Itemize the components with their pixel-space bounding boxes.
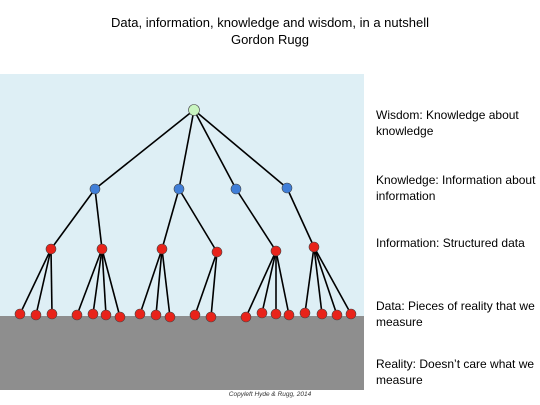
data-node xyxy=(100,309,112,321)
edge-information-data xyxy=(304,246,315,314)
data-node xyxy=(14,308,26,320)
edge-knowledge-information xyxy=(235,188,277,252)
data-node xyxy=(256,307,268,319)
edge-information-data xyxy=(139,248,163,315)
data-node xyxy=(114,311,126,323)
edge-information-data xyxy=(92,248,103,315)
knowledge-node xyxy=(173,183,185,195)
edge-information-data xyxy=(313,246,352,315)
edge-information-data xyxy=(313,246,323,315)
data-node xyxy=(150,309,162,321)
edge-information-data xyxy=(50,248,53,315)
data-node xyxy=(345,308,357,320)
tree-svg xyxy=(0,74,364,390)
copyleft-credit: Copyleft Hyde & Rugg, 2014 xyxy=(228,391,312,398)
edge-information-data xyxy=(161,248,171,318)
edge-information-data xyxy=(210,251,218,318)
edge-information-data xyxy=(245,250,277,318)
page-title: Data, information, knowledge and wisdom,… xyxy=(0,14,540,48)
edge-knowledge-information xyxy=(178,188,218,253)
edge-information-data xyxy=(261,250,277,314)
edge-knowledge-information xyxy=(161,188,180,250)
wisdom-node xyxy=(188,104,200,116)
edge-information-data xyxy=(101,248,107,316)
knowledge-node xyxy=(230,183,242,195)
edge-information-data xyxy=(313,246,338,316)
edge-wisdom-knowledge xyxy=(193,109,288,189)
data-node xyxy=(134,308,146,320)
edge-information-data xyxy=(275,250,290,316)
edge-information-data xyxy=(76,248,103,316)
tree-edges xyxy=(19,109,352,318)
information-label: Information: Structured data xyxy=(376,236,525,250)
knowledge-node xyxy=(89,183,101,195)
edge-wisdom-knowledge xyxy=(178,109,195,190)
hierarchy-diagram xyxy=(0,74,364,390)
data-node xyxy=(205,311,217,323)
edge-information-data xyxy=(35,248,52,316)
information-node xyxy=(270,245,282,257)
edge-information-data xyxy=(194,251,218,316)
edge-information-data xyxy=(101,248,121,318)
data-node xyxy=(189,309,201,321)
data-label: Data: Pieces of reality that we measure xyxy=(376,299,535,329)
title-line-1: Data, information, knowledge and wisdom,… xyxy=(111,15,429,30)
information-node xyxy=(96,243,108,255)
edge-knowledge-information xyxy=(94,188,103,250)
data-node xyxy=(87,308,99,320)
data-node xyxy=(316,308,328,320)
title-author: Gordon Rugg xyxy=(230,32,310,47)
data-node xyxy=(331,309,343,321)
data-node xyxy=(30,309,42,321)
edge-wisdom-knowledge xyxy=(193,109,237,190)
data-node xyxy=(46,308,58,320)
reality-ground xyxy=(0,316,364,390)
edge-information-data xyxy=(155,248,163,316)
edge-wisdom-knowledge xyxy=(94,109,195,190)
information-node xyxy=(45,243,57,255)
knowledge-node xyxy=(281,182,293,194)
information-node xyxy=(211,246,223,258)
knowledge-label: Knowledge: Information about information xyxy=(376,173,536,203)
reality-label: Reality: Doesn’t care what we measure xyxy=(376,357,535,387)
information-node xyxy=(156,243,168,255)
edge-information-data xyxy=(19,248,52,315)
edge-knowledge-information xyxy=(50,188,96,250)
data-node xyxy=(270,308,282,320)
data-node xyxy=(283,309,295,321)
edge-knowledge-information xyxy=(286,187,315,248)
data-node xyxy=(164,311,176,323)
data-node xyxy=(299,307,311,319)
tree-nodes xyxy=(14,104,357,323)
wisdom-label: Wisdom: Knowledge about knowledge xyxy=(376,108,519,138)
data-node xyxy=(240,311,252,323)
data-node xyxy=(71,309,83,321)
information-node xyxy=(308,241,320,253)
